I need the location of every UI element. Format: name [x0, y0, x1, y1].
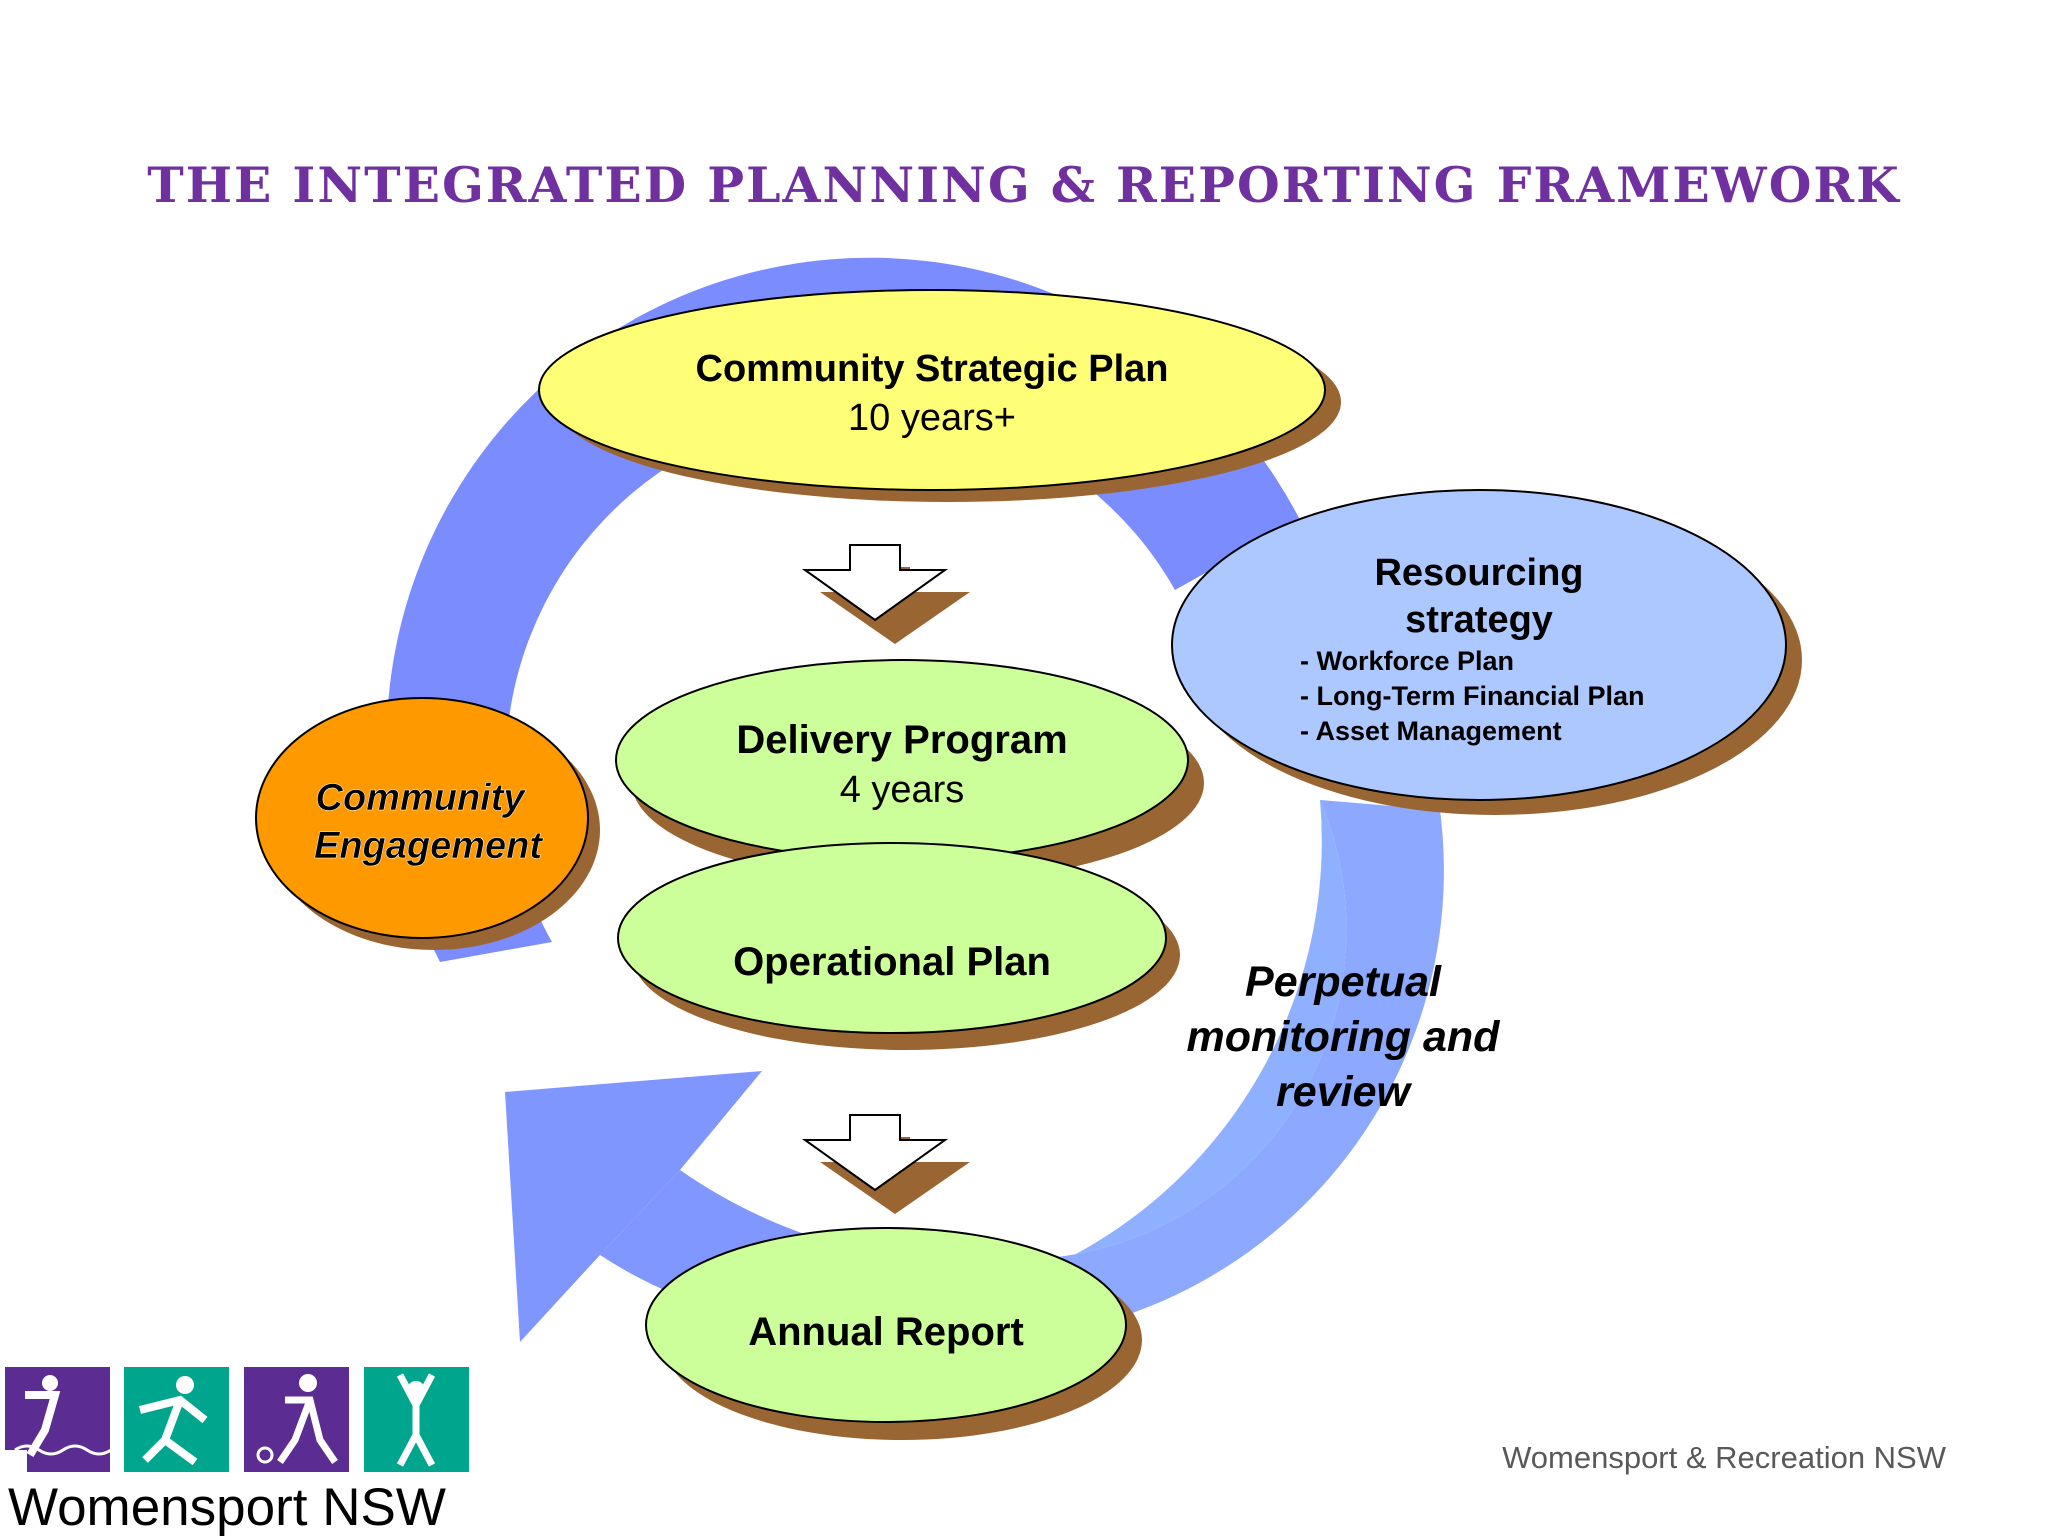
logo-text: Womensport NSW: [8, 1478, 446, 1536]
swimmer-icon: [5, 1367, 112, 1472]
community-strategic-plan-node: Community Strategic Plan 10 years+: [538, 289, 1341, 502]
resourcing-item: - Asset Management: [1300, 716, 1562, 746]
cycle-label-line2: monitoring and: [1187, 1013, 1501, 1061]
resourcing-strategy-node: Resourcing strategy - Workforce Plan - Lo…: [1171, 489, 1802, 815]
footer-text: Womensport & Recreation NSW: [1502, 1440, 1946, 1475]
resourcing-title-line2: strategy: [1405, 599, 1553, 641]
down-arrow-bottom: [801, 1114, 970, 1214]
resourcing-title-line1: Resourcing: [1374, 552, 1583, 594]
operational-plan-node: Operational Plan: [617, 842, 1180, 1050]
resourcing-item: - Workforce Plan: [1300, 646, 1514, 676]
csp-title: Community Strategic Plan: [696, 348, 1169, 390]
gymnast-icon: [364, 1367, 469, 1472]
engagement-line2: Engagement: [314, 825, 543, 867]
page-title: THE INTEGRATED PLANNING & REPORTING FRAM…: [147, 156, 1901, 214]
cycle-label: Perpetual monitoring and review: [1187, 958, 1501, 1116]
delivery-title: Delivery Program: [736, 718, 1067, 762]
resourcing-item: - Long-Term Financial Plan: [1300, 681, 1645, 711]
bowler-icon: [244, 1367, 349, 1472]
delivery-subtitle: 4 years: [840, 769, 965, 811]
operational-title: Operational Plan: [733, 940, 1051, 984]
community-engagement-node: Community Engagement: [255, 697, 600, 950]
engagement-line1: Community: [316, 777, 527, 819]
womensport-logo: Womensport NSW: [5, 1367, 469, 1536]
annual-title: Annual Report: [748, 1310, 1024, 1354]
csp-subtitle: 10 years+: [848, 397, 1016, 439]
cycle-label-line1: Perpetual: [1245, 958, 1442, 1006]
cycle-label-line3: review: [1276, 1068, 1412, 1116]
runner-icon: [124, 1367, 229, 1472]
annual-report-node: Annual Report: [645, 1227, 1142, 1440]
delivery-program-node: Delivery Program 4 years: [615, 659, 1204, 883]
down-arrow-top: [801, 544, 970, 644]
